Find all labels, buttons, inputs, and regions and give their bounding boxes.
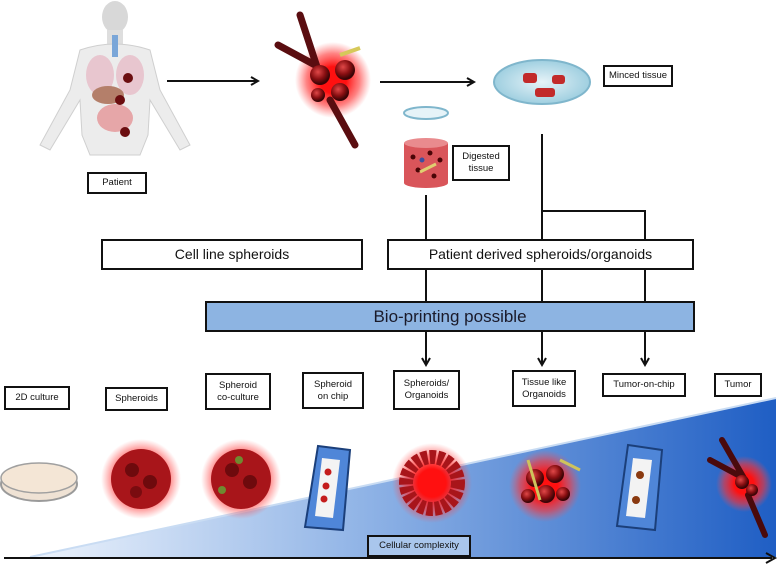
digested-tissue-icon: [404, 138, 448, 188]
model-label-tissue-organoids: Tissue like Organoids: [512, 370, 576, 407]
patient-derived-box: Patient derived spheroids/organoids: [387, 239, 694, 270]
spheroid-coculture-icon: [201, 439, 281, 519]
spheroid-icon: [101, 439, 181, 519]
connector-minced-branch: [542, 210, 646, 240]
tumor-chip-icon: [615, 443, 664, 532]
small-dish-icon: [403, 106, 449, 120]
digested-tissue-label: Digested tissue: [452, 145, 510, 181]
model-label-spheroids: Spheroids: [105, 387, 168, 411]
chip-icon: [303, 444, 352, 532]
model-label-2d-culture: 2D culture: [4, 386, 70, 410]
culture-dish-icon: [0, 462, 78, 502]
model-label-spheroids-organoids: Spheroids/ Organoids: [393, 370, 460, 410]
tissue-organoid-icon: [509, 450, 581, 522]
model-label-spheroid-coculture: Spheroid co-culture: [205, 373, 271, 410]
axis-arrowhead: [765, 552, 778, 564]
minced-tissue-label: Minced tissue: [603, 65, 673, 87]
model-label-spheroid-on-chip: Spheroid on chip: [302, 372, 364, 409]
cellular-complexity-label: Cellular complexity: [367, 535, 471, 557]
tumor-icon: [274, 11, 371, 149]
petri-dish-icon: [493, 59, 591, 105]
model-label-tumor: Tumor: [714, 373, 762, 397]
cell-line-spheroids-box: Cell line spheroids: [101, 239, 363, 270]
model-label-tumor-on-chip: Tumor-on-chip: [602, 373, 686, 397]
human-body-icon: [39, 1, 191, 156]
patient-label: Patient: [87, 172, 147, 194]
organoid-icon: [392, 443, 472, 523]
tumor-model-icon: [707, 437, 772, 538]
bioprinting-bar: Bio-printing possible: [205, 301, 695, 332]
